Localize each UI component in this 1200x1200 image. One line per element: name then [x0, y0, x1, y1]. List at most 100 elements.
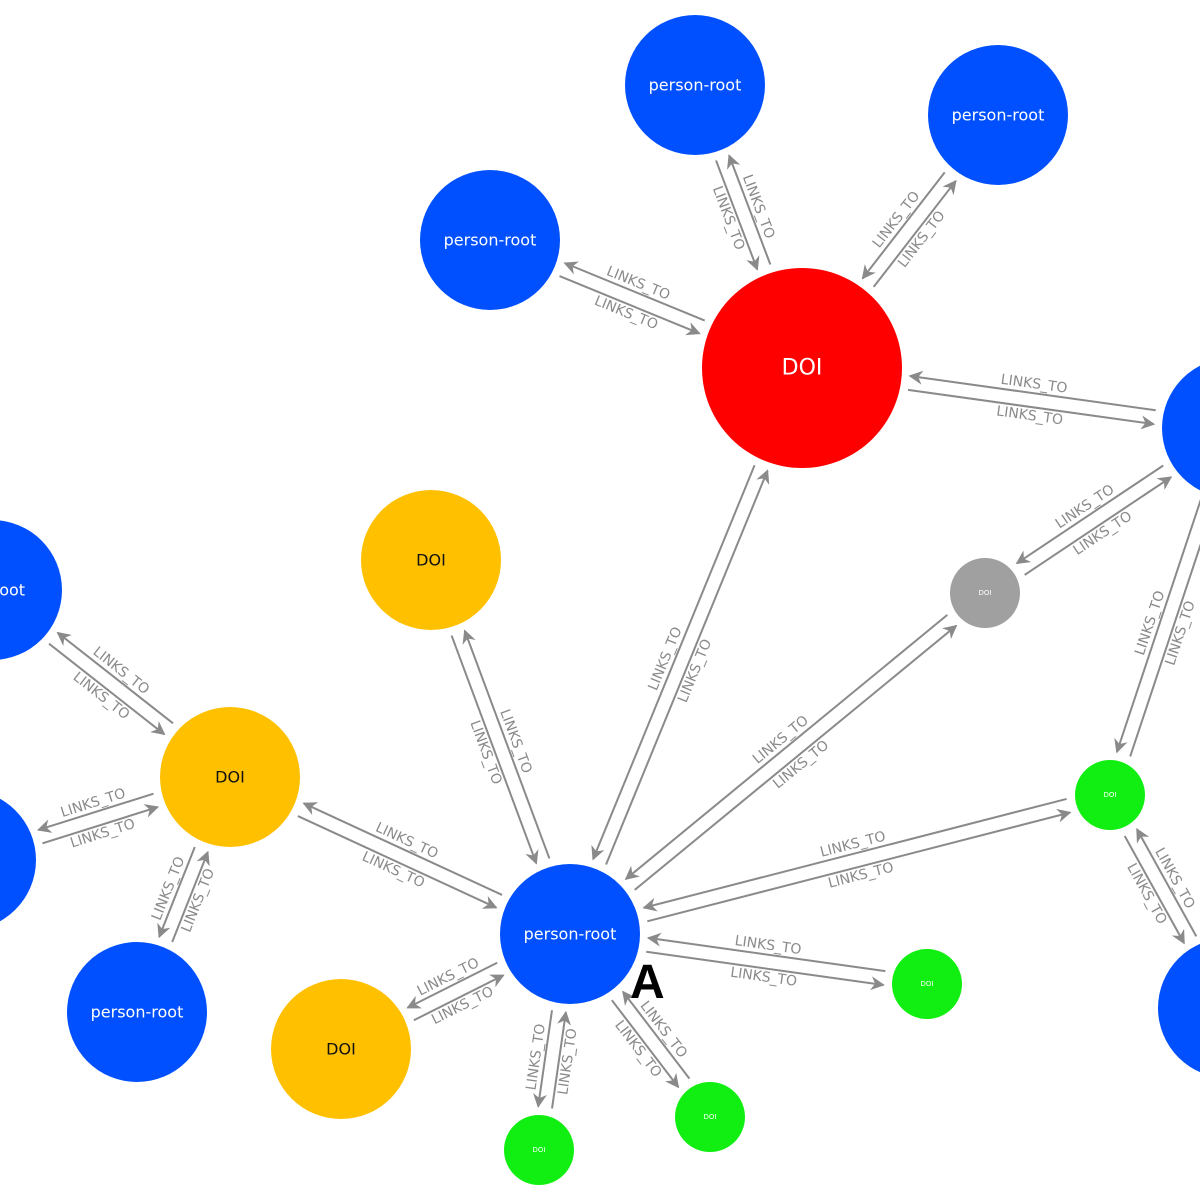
edge-label: LINKS_TO — [555, 1027, 580, 1096]
annotation-marker: A — [630, 956, 665, 1009]
graph-node[interactable]: DOI — [702, 268, 902, 468]
node-circle[interactable] — [625, 15, 765, 155]
edge-arrow — [450, 635, 539, 865]
node-label: DOI — [921, 980, 934, 988]
node-label: DOI — [704, 1113, 717, 1121]
node-label: DOI — [416, 551, 446, 570]
node-label: DOI — [782, 356, 823, 381]
node-circle[interactable] — [1162, 358, 1200, 498]
graph-node[interactable]: DOI — [160, 707, 300, 847]
edge-arrow — [646, 950, 885, 991]
node-circle[interactable] — [0, 790, 36, 930]
edge-arrow — [647, 808, 1072, 923]
edge-label: LINKS_TO — [995, 403, 1064, 428]
node-label: DOI — [1104, 791, 1117, 799]
node-circle[interactable] — [504, 1115, 574, 1185]
graph-node[interactable]: person-root — [420, 170, 560, 310]
graph-node[interactable]: person-root — [625, 15, 765, 155]
edge-arrow — [622, 990, 691, 1080]
edge-arrow — [634, 624, 958, 891]
graph-node[interactable]: pe — [1162, 358, 1200, 498]
edge-arrow — [591, 464, 756, 861]
graph-node[interactable]: DOI — [504, 1115, 574, 1185]
graph-node[interactable]: pe — [1158, 938, 1200, 1078]
edge-arrow — [157, 846, 196, 939]
graph-node[interactable]: person-root — [67, 942, 207, 1082]
edge-arrow — [563, 261, 706, 322]
edge-arrow — [1136, 827, 1198, 937]
edge-arrow — [715, 160, 760, 271]
edge-label: LINKS_TO — [179, 866, 219, 934]
node-circle[interactable] — [1158, 938, 1200, 1078]
graph-node[interactable]: son-root — [0, 520, 62, 660]
node-circle[interactable] — [950, 558, 1020, 628]
edge-label: LINKS_TO — [819, 829, 888, 861]
edge-arrow — [413, 974, 505, 1022]
edge-label: LINKS_TO — [1132, 589, 1168, 658]
node-circle[interactable] — [160, 707, 300, 847]
node-circle[interactable] — [928, 45, 1068, 185]
node-circle[interactable] — [361, 490, 501, 630]
edge-arrow — [605, 469, 770, 865]
node-label: son-root — [0, 581, 25, 600]
edge-arrow — [861, 171, 946, 280]
edge-arrow — [1114, 499, 1200, 754]
edge-arrow — [908, 370, 1156, 412]
graph-node[interactable]: ot — [0, 790, 36, 930]
edge-arrow — [551, 1010, 571, 1109]
edge-arrow — [171, 850, 210, 943]
node-circle[interactable] — [0, 520, 62, 660]
node-label: person-root — [444, 231, 537, 250]
node-circle[interactable] — [675, 1082, 745, 1152]
node-circle[interactable] — [1075, 760, 1145, 830]
edge-arrow — [611, 999, 680, 1089]
graph-node[interactable]: DOI — [950, 558, 1020, 628]
graph-node[interactable]: person-root — [500, 864, 640, 1004]
edge-arrow — [1129, 543, 1200, 757]
graph-node[interactable]: DOI — [675, 1082, 745, 1152]
edge-label: LINKS_TO — [1162, 599, 1198, 668]
edge-arrow — [907, 388, 1156, 430]
edge-arrow — [1015, 464, 1164, 565]
node-circle[interactable] — [500, 864, 640, 1004]
edge-arrow — [406, 961, 498, 1009]
edge-label: LINKS_TO — [729, 965, 798, 990]
edge-arrow — [624, 614, 948, 880]
edge-label: LINKS_TO — [709, 184, 748, 252]
edge-label: LINKS_TO — [68, 816, 137, 851]
node-circle[interactable] — [420, 170, 560, 310]
graph-node[interactable]: DOI — [1075, 760, 1145, 830]
edge-arrow — [297, 815, 498, 909]
node-label: person-root — [952, 106, 1045, 125]
edge-arrow — [872, 179, 957, 288]
node-circle[interactable] — [271, 979, 411, 1119]
node-circle[interactable] — [892, 949, 962, 1019]
edge-arrow — [1123, 835, 1185, 945]
graph-node[interactable]: person-root — [928, 45, 1068, 185]
graph-node[interactable]: DOI — [892, 949, 962, 1019]
edge-arrow — [56, 631, 174, 725]
graph-node[interactable]: DOI — [271, 979, 411, 1119]
node-circle[interactable] — [67, 942, 207, 1082]
nodes-layer: DOIperson-rootperson-rootperson-rootpeDO… — [0, 15, 1200, 1185]
edge-label: LINKS_TO — [466, 718, 504, 786]
edge-label: LINKS_TO — [826, 860, 895, 892]
edge-arrow — [559, 275, 701, 336]
node-label: person-root — [524, 925, 617, 944]
node-circle[interactable] — [702, 268, 902, 468]
graph-node[interactable]: DOI — [361, 490, 501, 630]
node-label: DOI — [533, 1146, 546, 1154]
edge-arrow — [48, 642, 166, 736]
